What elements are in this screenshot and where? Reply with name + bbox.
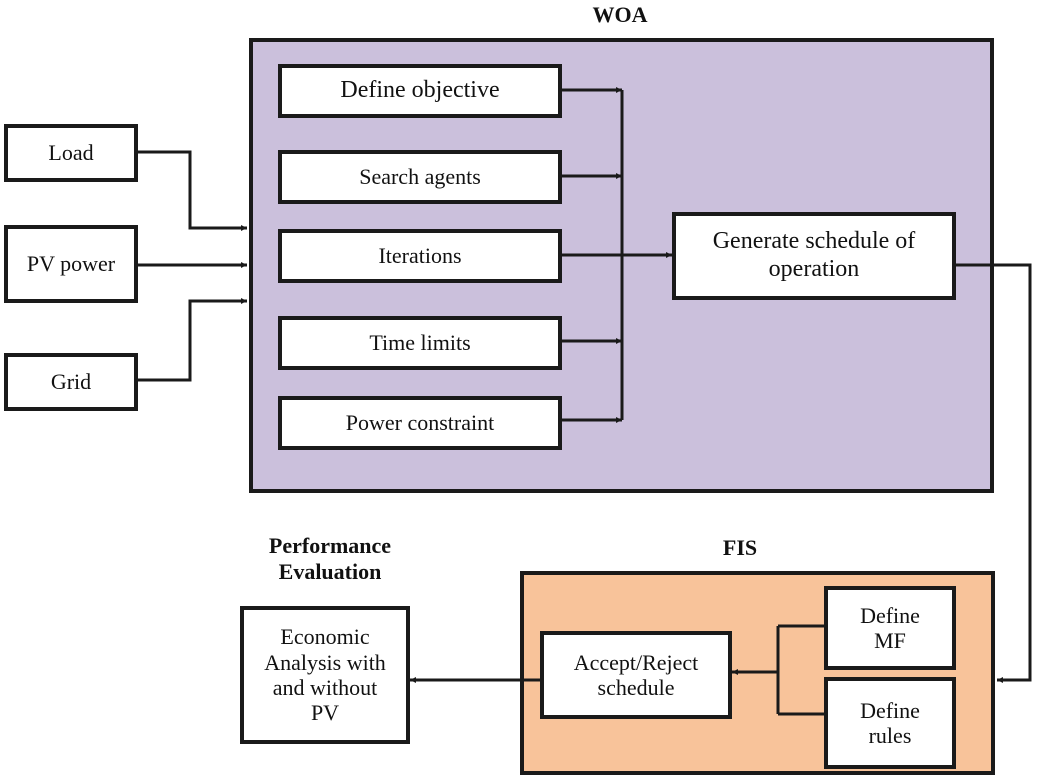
woa-step-time-limits: Time limits: [278, 316, 562, 370]
define-mf-box: Define MF: [824, 586, 956, 670]
woa-step-search-agents: Search agents: [278, 150, 562, 204]
input-grid: Grid: [4, 353, 138, 411]
woa-step-define-objective: Define objective: [278, 64, 562, 118]
connector-schedule-to-fis: [956, 263, 1032, 683]
woa-title: WOA: [592, 2, 648, 27]
woa-step-iterations: Iterations: [278, 229, 562, 283]
economic-analysis-box: Economic Analysis with and without PV: [240, 606, 410, 744]
performance-title: Performance Evaluation: [268, 533, 392, 585]
input-pv-power: PV power: [4, 225, 138, 303]
generate-schedule-box: Generate schedule of operation: [672, 212, 956, 300]
input-load: Load: [4, 124, 138, 182]
woa-step-power-constraint: Power constraint: [278, 396, 562, 450]
connector-load-to-woa: [138, 150, 247, 231]
accept-reject-box: Accept/Reject schedule: [540, 631, 732, 719]
fis-title: FIS: [722, 535, 758, 560]
define-rules-box: Define rules: [824, 677, 956, 769]
connector-grid-to-woa: [138, 298, 247, 382]
